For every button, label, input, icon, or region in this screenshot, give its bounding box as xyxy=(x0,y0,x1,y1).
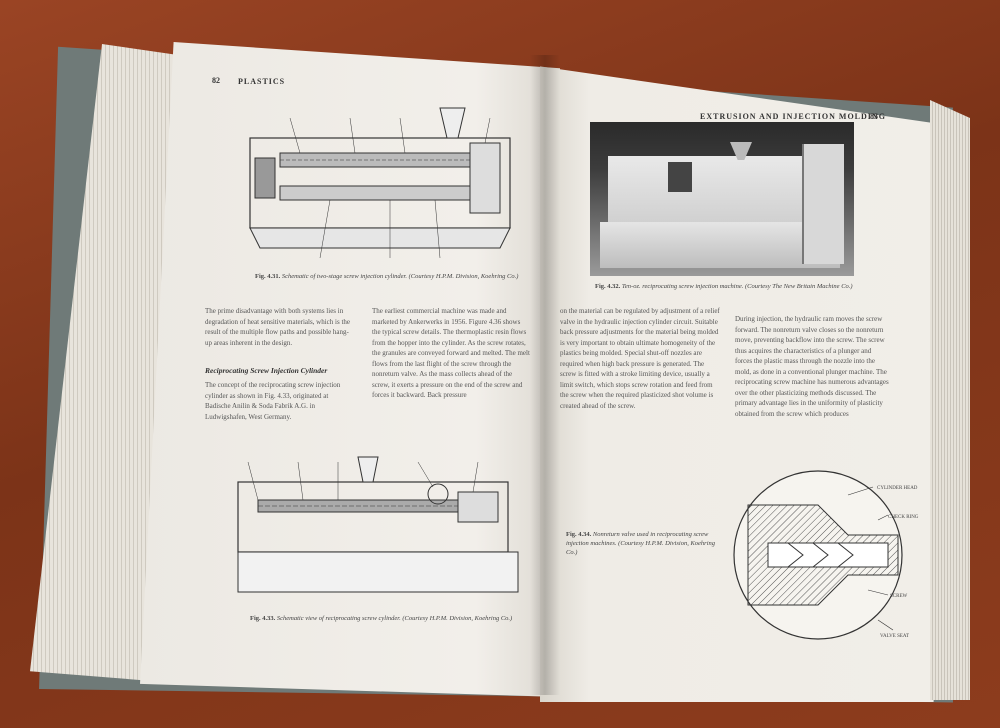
caption-text: Ten-oz. reciprocating screw injection ma… xyxy=(621,283,853,290)
caption-prefix: Fig. 4.34. xyxy=(566,531,592,538)
right-column-1-text: on the material can be regulated by adju… xyxy=(560,307,720,410)
caption-text: Schematic of two-stage screw injection c… xyxy=(281,273,519,280)
machine-body xyxy=(608,156,813,226)
two-stage-screw-diagram xyxy=(249,107,511,259)
left-page-number: 82 xyxy=(212,76,220,85)
right-photo-caption: Fig. 4.32. Ten-oz. reciprocating screw i… xyxy=(595,282,857,302)
right-page-edges xyxy=(930,100,970,700)
right-page-number: 83 xyxy=(870,112,878,121)
caption-text: Nonreturn valve used in reciprocating sc… xyxy=(566,531,716,556)
right-column-2-text: During injection, the hydraulic ram move… xyxy=(735,315,889,418)
control-cabinet xyxy=(802,144,844,264)
valve-label-cylinder-head: CYLINDER HEAD xyxy=(877,486,918,491)
nonreturn-valve-diagram xyxy=(733,470,903,640)
left-column-1-text-2: The concept of the reciprocating screw i… xyxy=(205,381,341,421)
left-running-head: PLASTICS xyxy=(238,77,286,86)
right-figure-caption: Fig. 4.34. Nonreturn valve used in recip… xyxy=(566,530,716,570)
machine-base xyxy=(600,222,840,268)
left-figure-1-caption: Fig. 4.31. Schematic of two-stage screw … xyxy=(255,272,525,292)
valve-label-valve-seat: VALVE SEAT xyxy=(880,634,910,639)
section-heading: Reciprocating Screw Injection Cylinder xyxy=(205,366,328,375)
caption-prefix: Fig. 4.32. xyxy=(595,283,621,290)
right-running-head: EXTRUSION AND INJECTION MOLDING xyxy=(700,112,886,121)
book-gutter xyxy=(530,55,560,695)
valve-label-check-ring: CHECK RING xyxy=(888,515,919,520)
injection-machine-photo xyxy=(590,122,854,276)
control-panel xyxy=(668,162,692,192)
valve-label-screw: SCREW xyxy=(890,594,908,599)
caption-prefix: Fig. 4.31. xyxy=(255,273,281,280)
left-figure-2-caption: Fig. 4.33. Schematic view of reciprocati… xyxy=(250,614,520,634)
left-column-1-text: The prime disadvantage with both systems… xyxy=(205,307,351,347)
caption-prefix: Fig. 4.33. xyxy=(250,615,276,622)
reciprocating-screw-diagram xyxy=(237,456,519,593)
left-column-2-text: The earliest commercial machine was made… xyxy=(372,307,530,399)
caption-text: Schematic view of reciprocating screw cy… xyxy=(276,615,513,622)
